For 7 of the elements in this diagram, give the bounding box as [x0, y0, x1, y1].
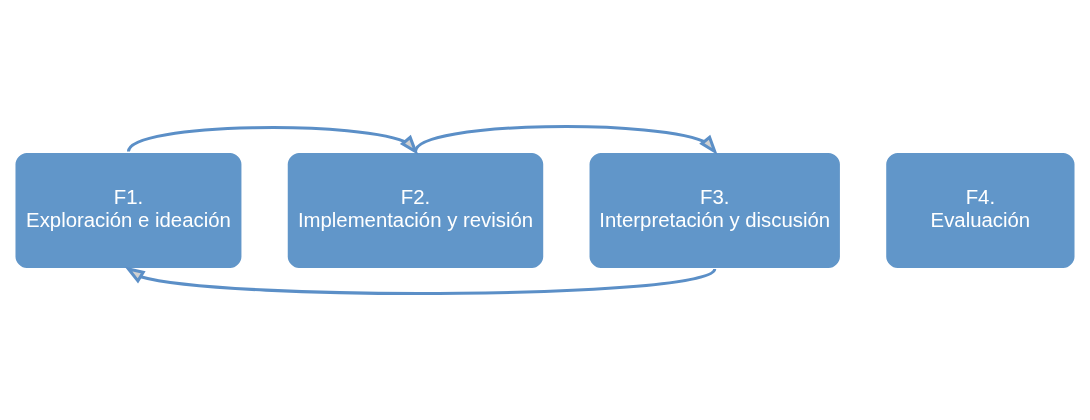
arrow	[414, 125, 718, 156]
arrow	[124, 266, 716, 295]
node-box: F2. Implementación y revisión	[285, 150, 546, 271]
node-box: F3. Interpretación y discusión	[587, 150, 842, 271]
node-box: F1. Exploración e ideación	[13, 150, 244, 271]
arrow	[127, 126, 419, 156]
node-box: F4. Evaluación	[884, 150, 1077, 271]
